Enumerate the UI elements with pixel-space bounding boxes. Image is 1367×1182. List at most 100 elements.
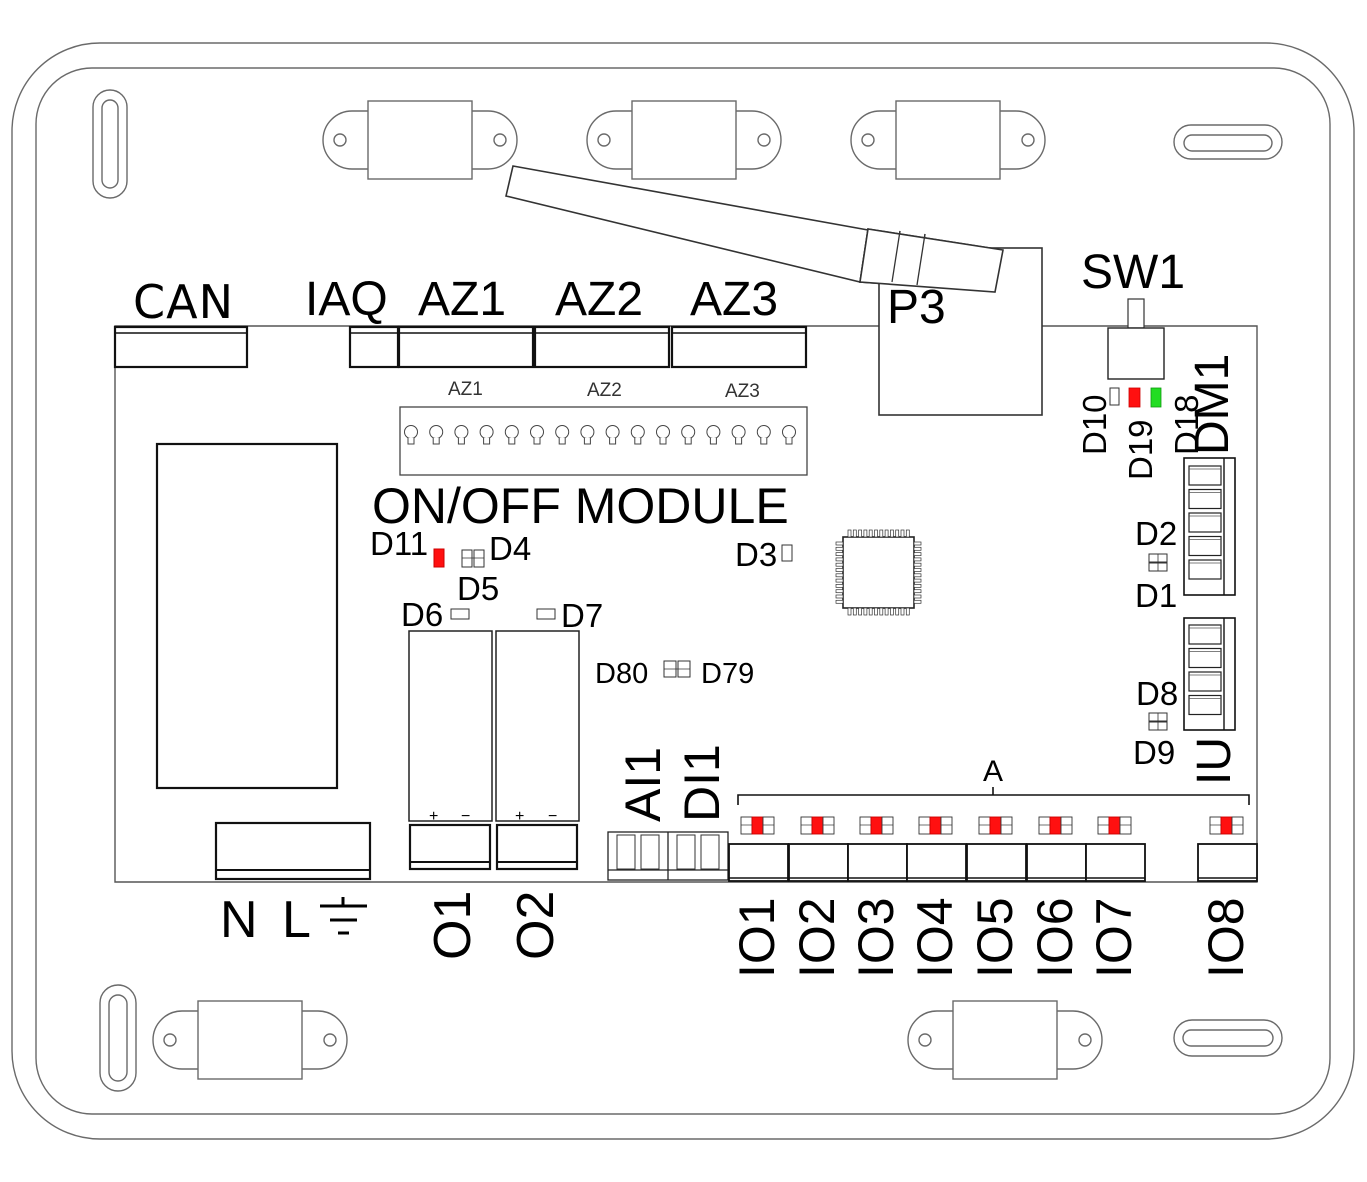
pcb-outline <box>114 325 1258 883</box>
o1-relay <box>408 630 493 822</box>
can-connector[interactable] <box>113 325 249 369</box>
power-terminal[interactable] <box>214 821 372 881</box>
io-label-3: IO3 <box>848 897 904 978</box>
pin-strip-label-az3: AZ3 <box>725 381 760 402</box>
mounting-slot-bottom-right <box>1173 1019 1283 1057</box>
enclosure-inner <box>35 67 1331 1115</box>
d1-label: D1 <box>1135 577 1177 614</box>
led-d19 <box>1128 387 1141 408</box>
mounting-slot-top-left <box>92 89 128 199</box>
az3-label: AZ3 <box>690 273 778 326</box>
led-d18 <box>1150 387 1162 408</box>
io-led-6 <box>1038 816 1073 835</box>
o2-minus: − <box>548 808 557 825</box>
d19-label: D19 <box>1122 419 1159 480</box>
d4-label: D4 <box>489 530 531 567</box>
pin <box>630 425 645 445</box>
az2-connector[interactable] <box>533 325 671 369</box>
di1-label: DI1 <box>674 744 730 822</box>
io-group-bracket <box>737 794 1250 805</box>
sw1-actuator[interactable] <box>1127 298 1145 329</box>
d11-label: D11 <box>370 525 428 562</box>
sw1-switch[interactable] <box>1107 327 1165 380</box>
o2-label: O2 <box>507 891 565 960</box>
transformer-block <box>155 442 339 790</box>
az1-connector[interactable] <box>397 325 535 369</box>
pin <box>479 425 494 445</box>
pin <box>404 425 418 445</box>
io-led-1 <box>740 816 775 835</box>
pin <box>706 425 721 445</box>
pin-strip-pins <box>404 425 796 445</box>
led-d11 <box>433 548 445 568</box>
io-label-5: IO5 <box>967 897 1023 978</box>
io-terminal-1[interactable] <box>728 843 789 882</box>
ai1-di1-terminal[interactable] <box>607 831 729 881</box>
p3-label: P3 <box>887 281 946 334</box>
pin <box>731 425 746 445</box>
iaq-connector[interactable] <box>348 325 400 369</box>
mounting-clips <box>152 100 1103 1080</box>
mounting-clip <box>850 100 1046 180</box>
microcontroller-chip <box>835 529 922 616</box>
mounting-clip <box>152 1000 348 1080</box>
o2-terminal[interactable] <box>495 823 579 871</box>
io-label-1: IO1 <box>729 897 785 978</box>
o1-minus: − <box>461 808 470 825</box>
d3-label: D3 <box>735 536 777 573</box>
pin <box>454 425 469 445</box>
d5-label: D5 <box>457 570 499 607</box>
ai1-label: AI1 <box>615 747 671 822</box>
o2-relay <box>495 630 580 822</box>
mounting-clip <box>907 1000 1103 1080</box>
live-label: L <box>282 891 311 949</box>
o2-plus: + <box>515 808 524 825</box>
enclosure-outer <box>11 42 1355 1140</box>
d6-label: D6 <box>401 596 443 633</box>
led-d7 <box>536 608 556 620</box>
io-label-4: IO4 <box>907 897 963 978</box>
io-led-8 <box>1209 816 1244 835</box>
pin <box>530 425 544 445</box>
io-terminal-7[interactable] <box>1085 843 1146 882</box>
pin-strip-label-az2: AZ2 <box>587 380 622 401</box>
d79-label: D79 <box>701 658 754 690</box>
pin <box>782 425 796 445</box>
ground-symbol-icon <box>320 897 367 935</box>
pin <box>605 425 620 445</box>
dm1-connector[interactable] <box>1183 457 1236 596</box>
io-terminal-2[interactable] <box>788 843 849 882</box>
io-terminal-6[interactable] <box>1026 843 1087 882</box>
pin <box>504 425 519 445</box>
o1-label: O1 <box>424 891 482 960</box>
io-led-2 <box>800 816 835 835</box>
pin-strip-label-az1: AZ1 <box>448 379 483 400</box>
d9-label: D9 <box>1133 734 1175 771</box>
led-d10 <box>1109 387 1120 406</box>
pin <box>656 425 670 445</box>
dm1-label: DM1 <box>1186 354 1239 455</box>
neutral-label: N <box>220 891 258 949</box>
io-led-5 <box>978 816 1013 835</box>
d18-label: D18 <box>1168 394 1205 455</box>
io-terminal-8[interactable] <box>1197 843 1258 882</box>
d2-label: D2 <box>1135 515 1177 552</box>
pin <box>580 425 595 445</box>
az3-connector[interactable] <box>670 325 808 369</box>
led-d6 <box>450 608 470 620</box>
io-label-2: IO2 <box>789 897 845 978</box>
pin <box>756 425 771 445</box>
d7-label: D7 <box>561 597 603 634</box>
iu-connector[interactable] <box>1183 617 1236 731</box>
mounting-clip <box>322 100 518 180</box>
sw1-label: SW1 <box>1081 246 1185 299</box>
mounting-slot-top-right <box>1173 124 1283 160</box>
io-terminal-5[interactable] <box>966 843 1027 882</box>
io-terminal-3[interactable] <box>847 843 908 882</box>
o1-terminal[interactable] <box>408 823 492 871</box>
led-d80-d79 <box>663 660 691 678</box>
io-terminal-4[interactable] <box>906 843 967 882</box>
iu-label: IU <box>1188 737 1241 785</box>
io-led-3 <box>859 816 894 835</box>
